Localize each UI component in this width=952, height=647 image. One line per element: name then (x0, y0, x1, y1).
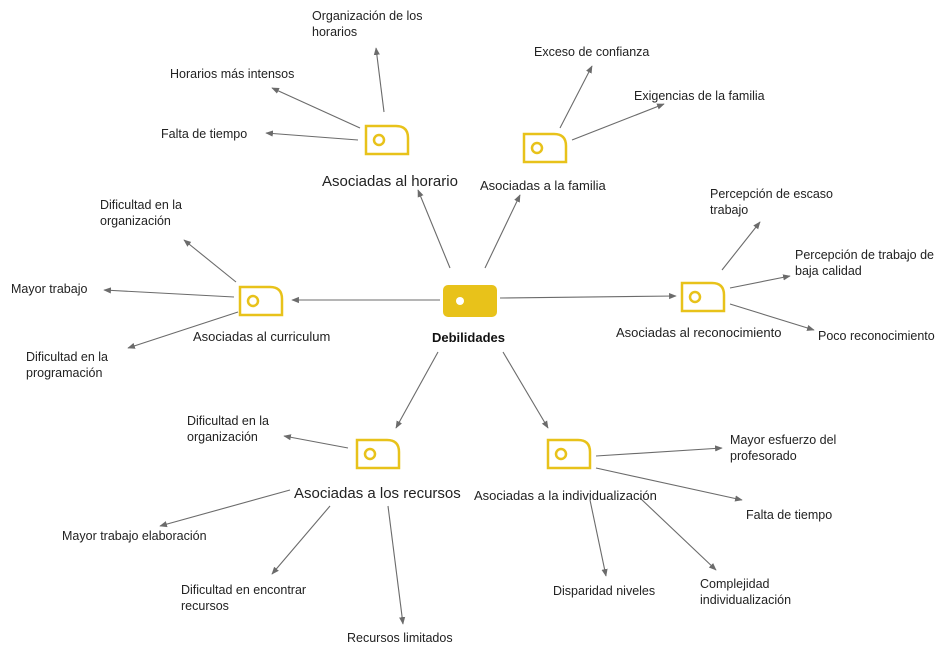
category-label: Asociadas al reconocimiento (616, 325, 782, 340)
leaf-label: Complejidad individualización (700, 577, 792, 607)
link-curriculum-programacion (127, 311, 239, 349)
leaf-label: Mayor trabajo (11, 282, 88, 296)
leaf-label: Mayor esfuerzo del profesorado (730, 433, 837, 463)
tag-icon (546, 438, 592, 470)
leaf-label: Percepción de trabajo de baja calidad (795, 248, 934, 278)
leaf-label: Organización de los horarios (312, 9, 423, 39)
tag-icon (364, 124, 410, 156)
leaf-label: Disparidad niveles (553, 584, 656, 598)
leaf-label: Falta de tiempo (161, 127, 248, 141)
link-indiv-tiempo (595, 467, 743, 502)
link-root-recursos (395, 351, 439, 429)
link-familia-confianza (559, 65, 593, 129)
link-curriculum-organizacion (183, 239, 237, 283)
leaf-label: Dificultad en la organización (100, 198, 182, 228)
link-indiv-complejidad (639, 497, 717, 571)
link-root-individualizacion (502, 351, 549, 429)
link-root-familia (484, 194, 521, 269)
link-recursos-organizacion (283, 434, 349, 449)
link-familia-exigencias (571, 103, 665, 141)
tag-icon (238, 285, 284, 317)
category-label: Asociadas al horario (322, 173, 458, 190)
link-recursos-limitados (387, 505, 406, 625)
link-horario-intensos (271, 87, 361, 129)
category-label: Asociadas a los recursos (294, 485, 461, 502)
leaf-label: Poco reconocimiento (818, 329, 935, 343)
link-indiv-disparidad (589, 499, 608, 577)
category-label: Asociadas a la familia (480, 178, 606, 193)
link-root-horario (417, 189, 451, 269)
link-horario-tiempo (265, 130, 359, 141)
link-root-reconocimiento (499, 292, 677, 300)
category-label: Asociadas al curriculum (193, 329, 331, 344)
root-tag-icon (443, 285, 497, 317)
leaf-label: Horarios más intensos (170, 67, 295, 81)
tag-icon (522, 132, 568, 164)
link-reco-escaso (721, 221, 761, 271)
leaf-label: Exceso de confianza (534, 45, 650, 59)
link-recursos-encontrar (271, 505, 331, 575)
leaf-label: Dificultad en encontrar recursos (181, 583, 307, 613)
link-reco-calidad (729, 274, 791, 289)
leaf-label: Dificultad en la organización (187, 414, 269, 444)
root-label: Debilidades (432, 330, 505, 345)
link-curriculum-trabajo (103, 287, 235, 298)
leaf-label: Exigencias de la familia (634, 89, 765, 103)
leaf-label: Falta de tiempo (746, 508, 833, 522)
leaf-label: Mayor trabajo elaboración (62, 529, 207, 543)
link-recursos-elaboracion (159, 489, 291, 528)
tag-icon (680, 281, 726, 313)
link-indiv-esfuerzo (595, 445, 723, 457)
link-horario-organizacion (373, 47, 385, 113)
category-label: Asociadas a la individualización (474, 488, 657, 503)
leaf-label: Dificultad en la programación (26, 350, 108, 380)
tag-icon (355, 438, 401, 470)
leaf-label: Percepción de escaso trabajo (710, 187, 833, 217)
link-reco-poco (729, 303, 815, 331)
leaf-label: Recursos limitados (347, 631, 453, 645)
